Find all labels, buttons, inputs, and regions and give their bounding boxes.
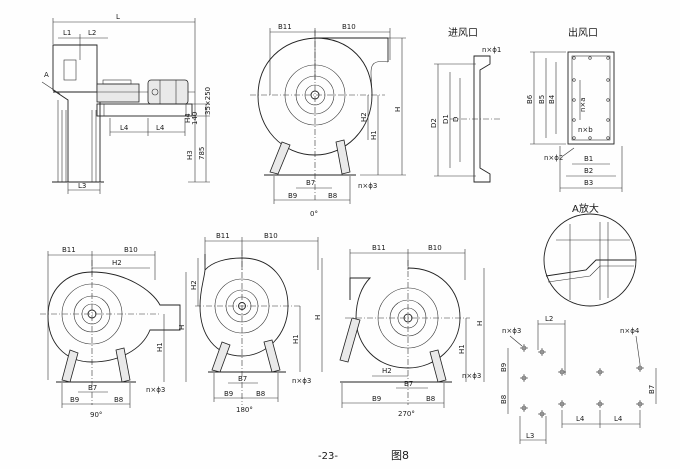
angle-label: 0° xyxy=(310,210,318,218)
dim-B8: B8 xyxy=(500,395,508,404)
dim-L2: L2 xyxy=(88,29,96,37)
label-nb: n×b xyxy=(578,126,593,134)
label-holes-n3: n×ϕ3 xyxy=(292,377,311,385)
dim-H: H xyxy=(178,325,186,330)
housing-view-180deg: B11 B10 H2 H H1 B7 B9 B8 n×ϕ3 180° xyxy=(190,232,323,414)
heading-outlet: 出风口 xyxy=(568,26,598,39)
dim-B10: B10 xyxy=(124,246,138,254)
detail-A-enlarged: A放大 xyxy=(543,202,637,307)
dim-B10: B10 xyxy=(428,244,442,252)
dim-B5: B5 xyxy=(538,95,546,104)
dim-H2: H2 xyxy=(112,259,122,267)
dim-140: 140 xyxy=(191,112,199,125)
dim-H1: H1 xyxy=(156,342,164,352)
dim-L4-a: L4 xyxy=(576,415,585,423)
label-holes-n3: n×ϕ3 xyxy=(358,182,377,190)
dim-B3: B3 xyxy=(584,179,593,187)
dim-B9: B9 xyxy=(500,363,508,372)
label-n2: n×ϕ2 xyxy=(544,154,563,162)
angle-label: 180° xyxy=(236,406,253,414)
label-n4: n×ϕ4 xyxy=(620,327,640,335)
dim-L4-a: L4 xyxy=(120,124,129,132)
label-n1: n×ϕ1 xyxy=(482,46,501,54)
dim-B8: B8 xyxy=(426,395,435,403)
dim-D1: D1 xyxy=(442,114,450,124)
dim-D: D xyxy=(452,117,460,122)
dim-H: H xyxy=(314,315,322,320)
dim-H4: H4 xyxy=(184,113,192,123)
label-holes-n3: n×ϕ3 xyxy=(462,372,481,380)
dim-H1: H1 xyxy=(458,344,466,354)
housing-view-0deg: B11 B10 H H1 H2 B7 B9 B8 n×ϕ3 0° xyxy=(250,23,406,218)
dim-B11: B11 xyxy=(372,244,386,252)
dim-B9: B9 xyxy=(70,396,79,404)
dim-L2: L2 xyxy=(545,315,553,323)
side-assembly-view: L L1 L2 A xyxy=(41,13,212,194)
outlet-detail: 出风口 B6 B5 B4 n×a n×b n×ϕ2 B1 B2 B3 xyxy=(526,26,623,192)
figure-label: 图8 xyxy=(391,449,409,462)
dim-B7: B7 xyxy=(404,380,413,388)
dim-L3: L3 xyxy=(78,182,86,190)
base-hole-layout: n×ϕ3 n×ϕ4 L2 B9 B8 B7 L3 xyxy=(500,315,657,444)
dim-B7: B7 xyxy=(648,385,656,394)
dim-B10: B10 xyxy=(342,23,356,31)
dim-B4: B4 xyxy=(548,94,556,104)
dim-B8: B8 xyxy=(114,396,123,404)
label-na: n×a xyxy=(579,97,587,112)
label-A: A xyxy=(44,71,49,79)
dim-H1: H1 xyxy=(292,334,300,344)
label-holes-n3: n×ϕ3 xyxy=(146,386,165,394)
dim-B7: B7 xyxy=(306,179,315,187)
dim-B2: B2 xyxy=(584,167,593,175)
housing-view-90deg: B11 B10 H2 H H1 B7 B9 B8 n×ϕ3 90° xyxy=(40,246,187,419)
dim-H2: H2 xyxy=(360,112,368,122)
dim-H3: H3 xyxy=(186,150,194,160)
housing-view-270deg: B11 B10 H H1 H2 B7 B9 B8 n×ϕ3 270° xyxy=(339,244,485,418)
dim-B10: B10 xyxy=(264,232,278,240)
dim-L4-b: L4 xyxy=(614,415,623,423)
dim-B9: B9 xyxy=(288,192,297,200)
dim-H: H xyxy=(476,321,484,326)
label-n3: n×ϕ3 xyxy=(502,327,521,335)
dim-D2: D2 xyxy=(430,118,438,128)
dim-B11: B11 xyxy=(216,232,230,240)
dim-B7: B7 xyxy=(238,375,247,383)
dim-H2: H2 xyxy=(382,367,392,375)
dim-B8: B8 xyxy=(328,192,337,200)
dim-B11: B11 xyxy=(62,246,76,254)
dim-B6: B6 xyxy=(526,94,534,104)
dim-B9: B9 xyxy=(224,390,233,398)
dim-B9: B9 xyxy=(372,395,381,403)
heading-inlet: 进风口 xyxy=(448,27,478,39)
dim-H2: H2 xyxy=(190,280,198,290)
page-number: -23- xyxy=(318,451,338,462)
angle-label: 270° xyxy=(398,410,415,418)
dim-L4-b: L4 xyxy=(156,124,165,132)
dim-H: H xyxy=(394,107,402,112)
heading-A-enlarge: A放大 xyxy=(572,202,599,215)
angle-label: 90° xyxy=(90,411,102,419)
dim-B7: B7 xyxy=(88,384,97,392)
dim-B11: B11 xyxy=(278,23,292,31)
dim-L: L xyxy=(116,13,120,21)
dim-L3: L3 xyxy=(526,432,534,440)
inlet-detail: 进风口 n×ϕ1 D2 D1 D xyxy=(430,27,501,183)
dim-B1: B1 xyxy=(584,155,593,163)
dim-B8: B8 xyxy=(256,390,265,398)
dim-L1: L1 xyxy=(63,29,71,37)
dim-H1: H1 xyxy=(370,130,378,140)
dim-785: 785 xyxy=(198,147,206,160)
dim-35x250: 35×250 xyxy=(204,87,212,115)
